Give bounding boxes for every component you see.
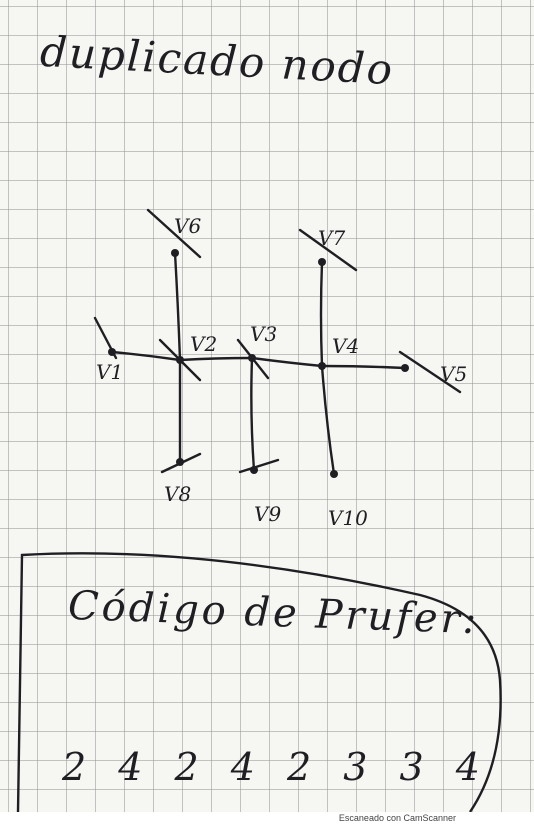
- vertex-dot: [318, 362, 326, 370]
- edge-v4-v10: [320, 364, 336, 476]
- vertex-label-v10: V10: [328, 506, 368, 530]
- vertex-dot: [248, 354, 256, 362]
- edge-v1-v2: [110, 350, 182, 362]
- vertex-label-v6: V6: [174, 214, 202, 238]
- cross-v5: [398, 350, 462, 394]
- edge-v2-v3: [178, 356, 254, 362]
- prufer-code-sequence: 2 4 2 4 2 3 3 4: [62, 745, 490, 789]
- scanner-footer: Escaneado con CamScanner: [0, 812, 534, 828]
- vertex-dot: [176, 356, 184, 364]
- cross-v9: [238, 458, 280, 474]
- edge-v2-v6: [173, 251, 182, 362]
- edge-v4-v7: [319, 260, 324, 368]
- vertex-label-v3: V3: [250, 322, 278, 346]
- vertex-dot: [176, 458, 184, 466]
- cross-v6: [146, 208, 202, 259]
- edge-v3-v4: [250, 356, 324, 368]
- vertex-label-v9: V9: [254, 502, 282, 526]
- vertex-dot: [171, 249, 179, 257]
- vertex-label-v8: V8: [164, 482, 192, 506]
- edge-v4-v5: [320, 364, 407, 370]
- vertex-dot: [318, 258, 326, 266]
- vertex-label-v5: V5: [440, 362, 468, 386]
- scanner-watermark-text: Escaneado con CamScanner: [338, 813, 456, 823]
- vertex-dot: [401, 364, 409, 372]
- vertex-label-v7: V7: [318, 226, 346, 250]
- edge-v3-v9: [250, 356, 256, 472]
- vertex-dot: [108, 348, 116, 356]
- vertex-dot: [330, 470, 338, 478]
- vertex-label-v4: V4: [332, 334, 360, 358]
- code-box-outline: [16, 552, 502, 812]
- vertex-dot: [250, 466, 258, 474]
- cross-v7: [298, 228, 358, 272]
- vertex-label-v1: V1: [96, 360, 124, 384]
- vertex-label-v2: V2: [190, 332, 218, 356]
